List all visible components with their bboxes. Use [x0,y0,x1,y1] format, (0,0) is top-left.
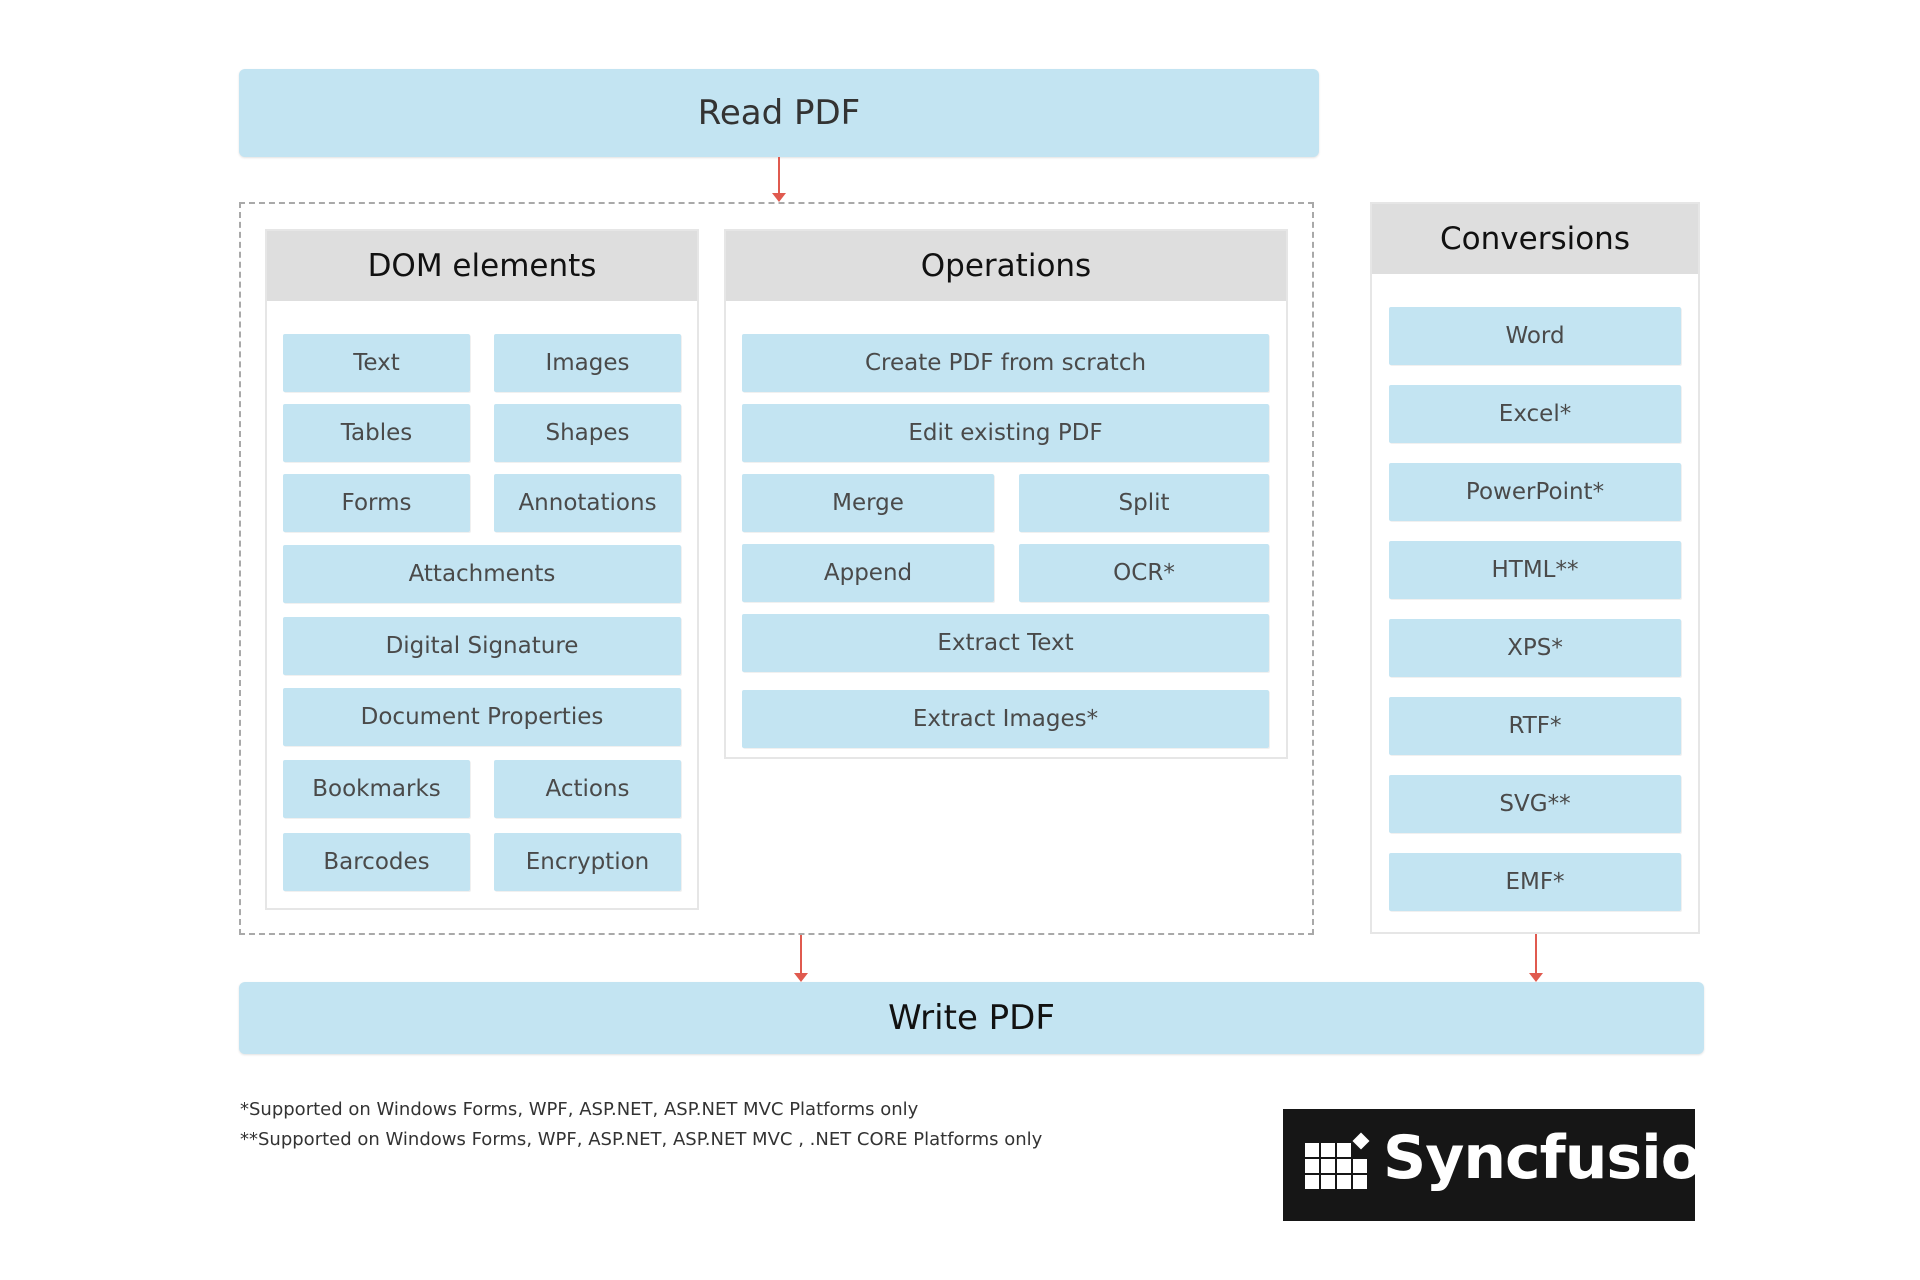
dom-item-bookmarks: Bookmarks [283,760,470,818]
write-pdf-label: Write PDF [888,998,1055,1038]
conv-xps: XPS* [1389,619,1681,677]
arrow-group-to-write [793,935,809,982]
write-pdf-box: Write PDF [239,982,1704,1054]
dom-item-images: Images [494,334,681,392]
syncfusion-logo-mark [1305,1132,1375,1199]
footnote-1: *Supported on Windows Forms, WPF, ASP.NE… [240,1099,919,1120]
dom-item-text: Text [283,334,470,392]
dom-item-digital-signature: Digital Signature [283,617,681,675]
dom-item-shapes: Shapes [494,404,681,462]
dom-elements-header: DOM elements [267,231,697,301]
operations-title: Operations [920,248,1092,284]
op-append: Append [742,544,994,602]
conv-word: Word [1389,307,1681,365]
conv-excel: Excel* [1389,385,1681,443]
conv-emf: EMF* [1389,853,1681,911]
conv-html: HTML** [1389,541,1681,599]
dom-operations-group [239,202,1314,935]
dom-item-tables: Tables [283,404,470,462]
conversions-title: Conversions [1440,221,1630,257]
dom-item-actions: Actions [494,760,681,818]
read-pdf-box: Read PDF [239,69,1319,157]
syncfusion-logo-text: Syncfusion [1383,1123,1744,1193]
arrow-conversions-to-write [1528,934,1544,982]
footnote-2: **Supported on Windows Forms, WPF, ASP.N… [240,1129,1043,1150]
operations-header: Operations [726,231,1286,301]
dom-item-barcodes: Barcodes [283,833,470,891]
dom-item-document-properties: Document Properties [283,688,681,746]
op-ocr: OCR* [1019,544,1269,602]
dom-item-annotations: Annotations [494,474,681,532]
dom-item-attachments: Attachments [283,545,681,603]
op-extract-text: Extract Text [742,614,1269,672]
conv-svg: SVG** [1389,775,1681,833]
conv-rtf: RTF* [1389,697,1681,755]
conv-powerpoint: PowerPoint* [1389,463,1681,521]
conversions-header: Conversions [1372,204,1698,274]
dom-item-encryption: Encryption [494,833,681,891]
op-create-pdf: Create PDF from scratch [742,334,1269,392]
read-pdf-label: Read PDF [697,93,861,133]
op-edit-pdf: Edit existing PDF [742,404,1269,462]
syncfusion-logo: Syncfusion [1283,1109,1744,1221]
arrow-read-to-group [771,157,787,202]
dom-item-forms: Forms [283,474,470,532]
op-merge: Merge [742,474,994,532]
dom-elements-title: DOM elements [367,248,597,284]
op-extract-images: Extract Images* [742,690,1269,748]
op-split: Split [1019,474,1269,532]
